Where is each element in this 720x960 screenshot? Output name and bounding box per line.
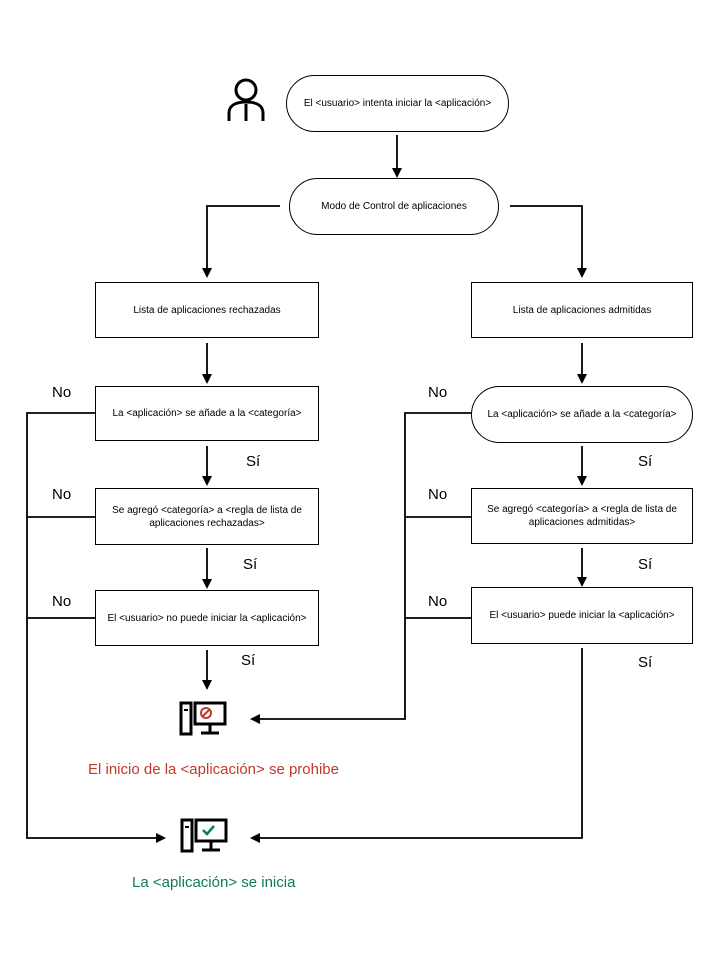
right-rule-check: Se agregó <categoría> a <regla de lista … [471, 488, 693, 544]
right-category-text: La <aplicación> se añade a la <categoría… [487, 409, 677, 420]
allowed-list-node: Lista de aplicaciones admitidas [471, 282, 693, 338]
left-category-check: La <aplicación> se añade a la <categoría… [95, 386, 319, 441]
right-result-text: El <usuario> puede iniciar la <aplicació… [489, 610, 675, 621]
no-label: No [52, 593, 72, 610]
left-result-text: El <usuario> no puede iniciar la <aplica… [107, 612, 307, 624]
right-category-check: La <aplicación> se añade a la <categoría… [471, 386, 693, 443]
yes-label: Sí [638, 453, 653, 470]
no-label: No [52, 384, 72, 401]
yes-label: Sí [638, 556, 653, 573]
yes-label: Sí [241, 652, 256, 669]
rejected-list-text: Lista de aplicaciones rechazadas [133, 304, 281, 316]
left-rule-text: Se agregó <categoría> a <regla de lista … [112, 504, 302, 529]
no-label: No [52, 486, 72, 503]
rejected-list-node: Lista de aplicaciones rechazadas [95, 282, 319, 338]
yes-label: Sí [246, 453, 261, 470]
right-rule-text: Se agregó <categoría> a <regla de lista … [487, 504, 677, 528]
allowed-list-text: Lista de aplicaciones admitidas [512, 304, 652, 316]
left-category-text: La <aplicación> se añade a la <categoría… [112, 408, 302, 419]
yes-label: Sí [638, 654, 653, 671]
left-result-node: El <usuario> no puede iniciar la <aplica… [95, 590, 319, 646]
computer-blocked-icon [179, 701, 227, 736]
mode-node: Modo de Control de aplicaciones [289, 178, 499, 235]
computer-allowed-icon [180, 818, 228, 853]
right-result-node: El <usuario> puede iniciar la <aplicació… [471, 587, 693, 644]
blocked-outcome-text: El inicio de la <aplicación> se prohibe [88, 761, 339, 778]
start-text: El <usuario> intenta iniciar la <aplicac… [303, 98, 492, 109]
allowed-outcome-text: La <aplicación> se inicia [132, 874, 296, 891]
no-label: No [428, 593, 448, 610]
mode-text: Modo de Control de aplicaciones [321, 201, 467, 212]
no-label: No [428, 384, 448, 401]
user-icon [227, 78, 265, 121]
no-label: No [428, 486, 448, 503]
start-node: El <usuario> intenta iniciar la <aplicac… [286, 75, 509, 132]
left-rule-check: Se agregó <categoría> a <regla de lista … [95, 488, 319, 545]
yes-label: Sí [243, 556, 258, 573]
